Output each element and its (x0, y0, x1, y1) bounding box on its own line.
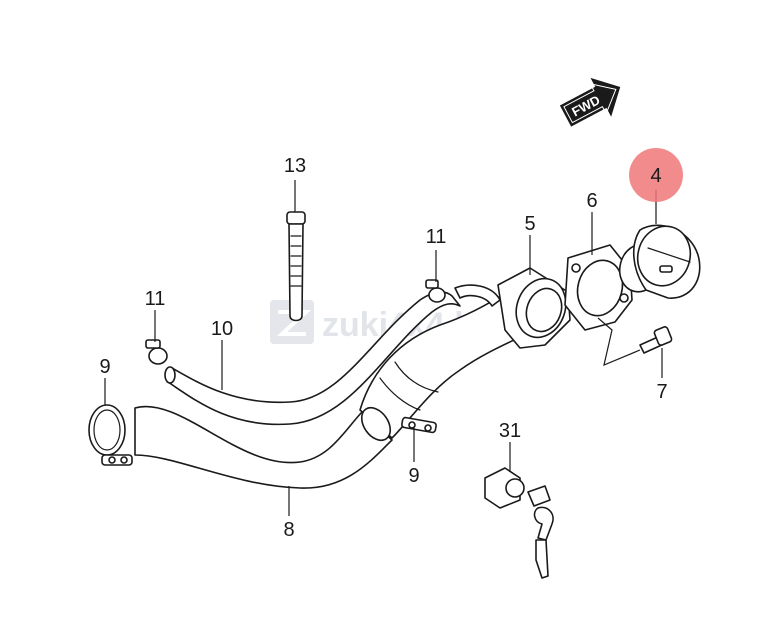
hose-clamp-right (401, 416, 437, 434)
small-clamp-left (145, 339, 168, 365)
callout-7: 7 (656, 381, 667, 403)
highlight-marker (629, 148, 683, 202)
callout-5: 5 (524, 213, 535, 235)
callout-13: 13 (284, 155, 306, 177)
gasket-plate (564, 244, 633, 331)
callout-9-left: 9 (99, 356, 110, 378)
fwd-arrow-icon: FWD (559, 77, 621, 127)
callout-8: 8 (283, 519, 294, 541)
callout-11-left: 11 (145, 288, 166, 310)
callout-10: 10 (211, 318, 233, 340)
callout-4: 4 (650, 165, 661, 187)
callout-11-upper: 11 (426, 226, 447, 248)
callout-6: 6 (586, 190, 597, 212)
hose-clamp-left (88, 404, 133, 466)
filler-neck-pipe (359, 284, 536, 442)
filler-neck-flange (497, 267, 571, 349)
lock-set (484, 467, 554, 579)
callout-numbers: 13 11 5 6 4 11 10 9 7 9 31 8 (99, 155, 667, 541)
tie-strap (286, 211, 306, 322)
bolt (639, 326, 673, 354)
fuel-cap (618, 224, 701, 299)
small-clamp-upper (425, 279, 446, 303)
breather-hose (164, 291, 461, 426)
callout-31: 31 (499, 420, 521, 442)
callout-9-right: 9 (408, 465, 419, 487)
leader-lines (104, 180, 663, 516)
